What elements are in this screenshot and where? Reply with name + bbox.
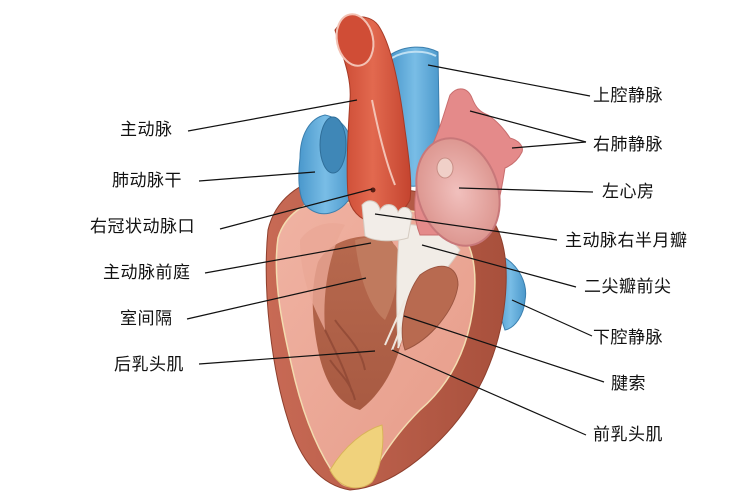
leader-line-right-pulmonary-veins: [511, 141, 587, 149]
label-left-atrium: 左心房: [602, 182, 655, 202]
leader-line-chordae-tendineae: [403, 315, 605, 383]
leader-line-right-pulmonary-veins: [469, 110, 587, 143]
label-right-pulmonary-veins: 右肺静脉: [593, 135, 663, 155]
label-pulmonary-trunk: 肺动脉干: [112, 171, 182, 191]
leader-line-superior-vena-cava: [427, 64, 591, 97]
label-aorta: 主动脉: [120, 120, 173, 140]
leader-line-right-coronary-ostium: [219, 188, 373, 230]
leader-line-aortic-vestibule: [204, 242, 372, 274]
label-posterior-papillary-muscle: 后乳头肌: [114, 355, 184, 375]
label-superior-vena-cava: 上腔静脉: [593, 86, 663, 106]
aorta-lumen: [335, 13, 375, 67]
leader-line-posterior-papillary-muscle: [198, 350, 376, 365]
aortic-vestibule-shape: [355, 237, 399, 320]
leader-line-aortic-right-semilunar-valve: [374, 213, 558, 241]
svc-rim: [391, 50, 437, 59]
label-mitral-anterior-cusp: 二尖瓣前尖: [584, 277, 672, 297]
chordae-shape: [384, 289, 421, 351]
leader-line-pulmonary-trunk: [198, 171, 316, 182]
label-inferior-vena-cava: 下腔静脉: [593, 328, 663, 348]
label-aortic-vestibule: 主动脉前庭: [103, 263, 191, 283]
leader-line-inferior-vena-cava: [511, 299, 593, 337]
label-interventricular-septum: 室间隔: [120, 309, 173, 329]
left-atrium-ostium: [436, 157, 454, 179]
aorta-cut-edge: [371, 99, 396, 186]
leader-line-aorta: [187, 99, 358, 132]
apex-fat: [329, 424, 384, 489]
label-right-coronary-ostium: 右冠状动脉口: [90, 217, 195, 237]
pulmonary-trunk-lumen: [319, 116, 347, 174]
label-anterior-papillary-muscle: 前乳头肌: [593, 425, 663, 445]
label-aortic-right-semilunar-valve: 主动脉右半月瓣: [565, 231, 688, 251]
leader-lines: [186, 64, 605, 436]
anterior-papillary-muscle-shape: [401, 265, 459, 351]
aortic-valve-shape: [361, 200, 413, 242]
trabeculae: [324, 319, 366, 401]
leader-line-mitral-anterior-cusp: [421, 244, 577, 288]
leader-line-left-atrium: [458, 187, 594, 193]
label-chordae-tendineae: 腱索: [611, 374, 646, 394]
leader-line-interventricular-septum: [186, 277, 367, 320]
leader-line-anterior-papillary-muscle: [391, 349, 587, 436]
coronary-ostium-dot: [370, 187, 376, 193]
